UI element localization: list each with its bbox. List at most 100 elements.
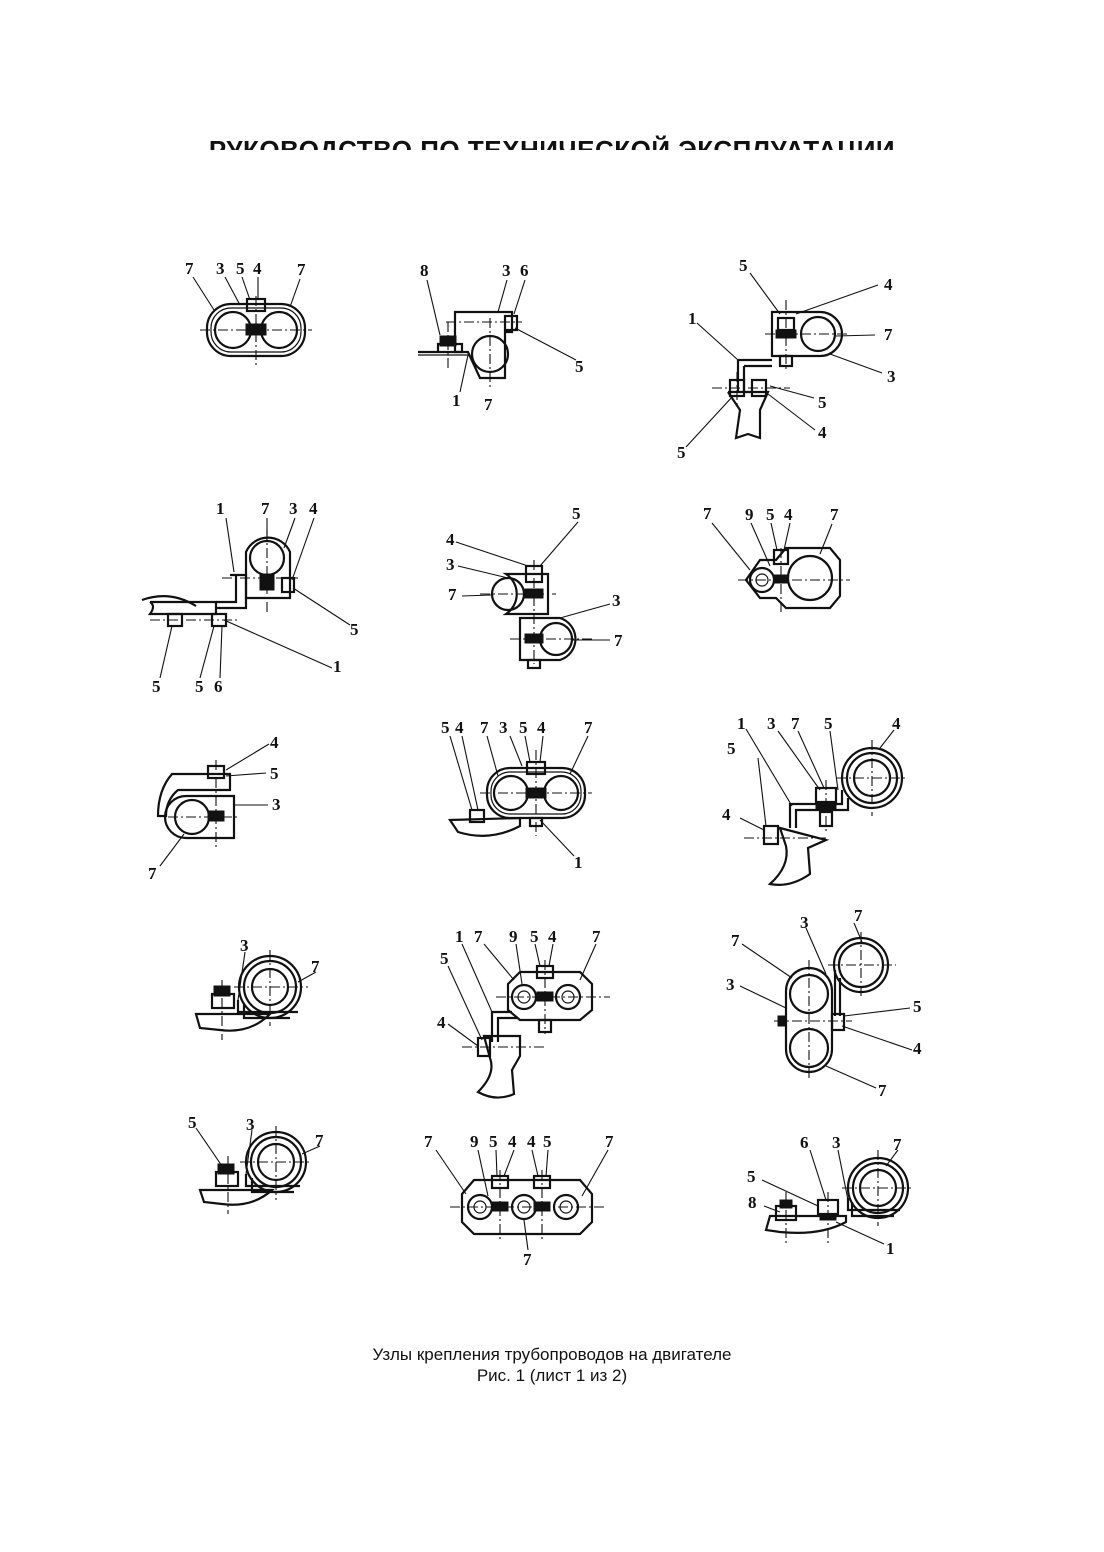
label-a9-1: 1 xyxy=(737,714,746,733)
assembly-10-loop-clamp: 3 7 xyxy=(194,936,320,1040)
label-a12-3-left: 3 xyxy=(726,975,735,994)
label-a12-7-top: 7 xyxy=(854,906,863,925)
label-a3-3: 3 xyxy=(887,367,896,386)
label-a14-7-right: 7 xyxy=(605,1132,614,1151)
assembly-14-triple-small-clamp: 7 9 5 4 4 5 7 7 xyxy=(424,1132,614,1269)
assembly-13-loop-clamp-nut: 5 3 7 xyxy=(188,1113,324,1214)
label-a5-5: 5 xyxy=(572,504,581,523)
label-a3-5-top: 5 xyxy=(739,256,748,275)
label-a3-1: 1 xyxy=(688,309,697,328)
assembly-15-loop-clamp-bolt: 6 3 7 5 8 1 xyxy=(747,1133,914,1258)
assembly-4-vertical-clamp: 1 7 3 4 5 1 5 5 6 xyxy=(141,499,359,696)
label-a8-7-right: 7 xyxy=(584,718,593,737)
label-a11-5-left: 5 xyxy=(440,949,449,968)
label-a9-5-left: 5 xyxy=(727,739,736,758)
label-a4-5-mid: 5 xyxy=(195,677,204,696)
label-a9-4-left: 4 xyxy=(722,805,731,824)
label-a15-5: 5 xyxy=(747,1167,756,1186)
assembly-7-hook-clamp: 4 5 3 7 xyxy=(148,733,281,883)
label-a15-3: 3 xyxy=(832,1133,841,1152)
label-a5-4: 4 xyxy=(446,530,455,549)
label-a2-7: 7 xyxy=(484,395,493,414)
label-a2-1: 1 xyxy=(452,391,461,410)
label-a6-9: 9 xyxy=(745,505,754,524)
label-a8-3: 3 xyxy=(499,718,508,737)
label-a2-3: 3 xyxy=(502,261,511,280)
assembly-2-single-clamp: 8 3 6 5 1 7 xyxy=(418,261,584,414)
label-a11-7-left: 7 xyxy=(474,927,483,946)
caption-title: Узлы крепления трубопроводов на двигател… xyxy=(372,1345,732,1364)
label-a10-3: 3 xyxy=(240,936,249,955)
label-a4-1-top: 1 xyxy=(216,499,225,518)
assembly-3-bracket-clamp: 5 4 1 7 3 5 4 5 xyxy=(677,256,896,462)
label-a8-7-left: 7 xyxy=(480,718,489,737)
label-a5-3-bottom: 3 xyxy=(612,591,621,610)
label-a14-7-left: 7 xyxy=(424,1132,433,1151)
label-a3-4-top: 4 xyxy=(884,275,893,294)
label-a12-5: 5 xyxy=(913,997,922,1016)
label-a1-7-right: 7 xyxy=(297,260,306,279)
label-a2-6: 6 xyxy=(520,261,529,280)
label-a8-4: 4 xyxy=(455,718,464,737)
label-a8-4b: 4 xyxy=(537,718,546,737)
label-a5-3-top: 3 xyxy=(446,555,455,574)
label-a12-4: 4 xyxy=(913,1039,922,1058)
label-a7-5: 5 xyxy=(270,764,279,783)
assembly-5-stacked-clamps: 4 5 3 7 3 7 xyxy=(446,504,623,670)
label-a4-7: 7 xyxy=(261,499,270,518)
label-a10-7: 7 xyxy=(311,957,320,976)
label-a11-7-right: 7 xyxy=(592,927,601,946)
label-a5-7-bottom: 7 xyxy=(614,631,623,650)
label-a2-5: 5 xyxy=(575,357,584,376)
label-a8-5b: 5 xyxy=(519,718,528,737)
label-a11-1: 1 xyxy=(455,927,464,946)
label-a13-7: 7 xyxy=(315,1131,324,1150)
label-a6-7-right: 7 xyxy=(830,505,839,524)
label-a7-7: 7 xyxy=(148,864,157,883)
label-a9-4-top: 7 xyxy=(791,714,800,733)
assembly-11-double-small-clamp: 1 7 9 5 4 7 5 4 xyxy=(437,927,610,1099)
label-a4-1-bottom: 1 xyxy=(333,657,342,676)
assembly-12-triple-clamp: 3 7 7 3 5 4 7 xyxy=(726,906,922,1100)
label-a11-5-top: 5 xyxy=(530,927,539,946)
label-a7-4: 4 xyxy=(270,733,279,752)
figure-caption: Узлы крепления трубопроводов на двигател… xyxy=(0,1344,1104,1386)
label-a14-7-bottom: 7 xyxy=(523,1250,532,1269)
label-a11-4-left: 4 xyxy=(437,1013,446,1032)
page-header-title: РУКОВОДСТВО ПО ТЕХНИЧЕСКОЙ ЭКСПЛУАТАЦИИ xyxy=(208,135,896,150)
label-a4-4: 4 xyxy=(309,499,318,518)
label-a9-3: 5 xyxy=(824,714,833,733)
label-a14-4-a: 4 xyxy=(508,1132,517,1151)
label-a15-6: 6 xyxy=(800,1133,809,1152)
label-a11-4-top: 4 xyxy=(548,927,557,946)
label-a15-7: 7 xyxy=(893,1135,902,1154)
label-a12-3-top: 3 xyxy=(800,913,809,932)
caption-figure-number: Рис. 1 (лист 1 из 2) xyxy=(476,1366,628,1385)
assembly-9-loop-clamp-bracket: 1 5 4 3 7 5 4 xyxy=(722,714,908,886)
assembly-6-double-clamp-sizes: 7 9 5 4 7 xyxy=(703,504,850,612)
label-a14-5-b: 5 xyxy=(543,1132,552,1151)
label-a3-4-bottom: 4 xyxy=(818,423,827,442)
label-a13-3: 3 xyxy=(246,1115,255,1134)
label-a4-3: 3 xyxy=(289,499,298,518)
label-a1-3: 3 xyxy=(216,259,225,278)
label-a12-7-bottom: 7 xyxy=(878,1081,887,1100)
label-a9-7: 4 xyxy=(892,714,901,733)
label-a13-5: 5 xyxy=(188,1113,197,1132)
label-a14-9: 9 xyxy=(470,1132,479,1151)
label-a7-3: 3 xyxy=(272,795,281,814)
label-a14-5-a: 5 xyxy=(489,1132,498,1151)
label-a6-5: 5 xyxy=(766,505,775,524)
label-a12-7-left: 7 xyxy=(731,931,740,950)
label-a4-5-left: 5 xyxy=(152,677,161,696)
assembly-8-double-clamp-on-hook: 5 4 7 3 5 4 7 1 xyxy=(441,718,593,872)
label-a8-1: 1 xyxy=(574,853,583,872)
label-a9-5-top: 3 xyxy=(767,714,776,733)
assembly-1-double-clamp: 7 3 5 4 7 xyxy=(185,259,312,368)
label-a6-4: 4 xyxy=(784,505,793,524)
label-a1-5: 5 xyxy=(236,259,245,278)
label-a8-5: 5 xyxy=(441,718,450,737)
label-a15-1: 1 xyxy=(886,1239,895,1258)
label-a14-4-b: 4 xyxy=(527,1132,536,1151)
